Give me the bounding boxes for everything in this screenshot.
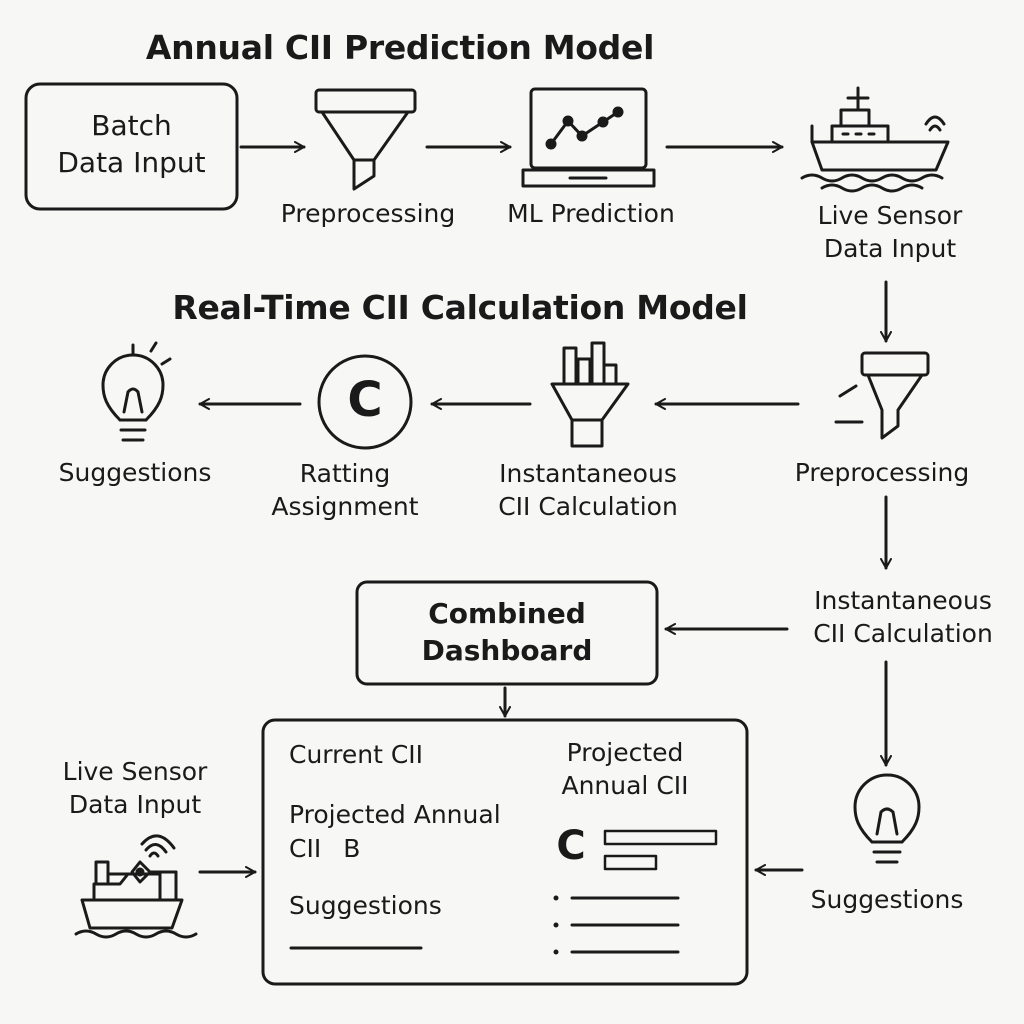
- batch-input-line1: Batch: [91, 109, 172, 142]
- suggestions-label: Suggestions: [58, 458, 212, 487]
- projected-annual-line2: CII B: [289, 832, 501, 866]
- rating-letter: C: [556, 823, 586, 869]
- projected-line2: Annual CII: [561, 770, 689, 800]
- rating-circle-icon: [317, 354, 413, 450]
- rating-assignment-label: Ratting Assignment: [245, 458, 445, 523]
- batch-input-box: [24, 82, 239, 211]
- realtime-section-title: Real-Time CII Calculation Model: [172, 288, 748, 327]
- live-sensor-label: Live Sensor Data Input: [780, 200, 1000, 265]
- instant-line2: CII Calculation: [498, 491, 678, 521]
- right-instant-line1: Instantaneous: [814, 586, 992, 615]
- projected-annual-cii-text: CII: [289, 833, 322, 863]
- projected-grade: B: [343, 833, 361, 863]
- right-suggestions-label: Suggestions: [810, 885, 964, 914]
- laptop-chart-icon: [521, 87, 656, 188]
- right-instant-line2: CII Calculation: [813, 618, 993, 648]
- combined-dashboard-box: [355, 580, 659, 686]
- projected-annual-line1: Projected Annual: [289, 800, 501, 829]
- bullet-dot: [553, 949, 559, 955]
- current-cii-label: Current CII: [289, 740, 424, 769]
- live-sensor-line1: Live Sensor: [817, 201, 963, 230]
- projected-bar-1: [603, 829, 718, 846]
- ship-icon: [800, 86, 950, 193]
- projected-bar-2: [603, 854, 658, 871]
- instant-line1: Instantaneous: [499, 459, 677, 488]
- left-live-sensor-line1: Live Sensor: [62, 757, 208, 786]
- lightbulb-icon: [101, 341, 172, 442]
- live-sensor-line2: Data Input: [823, 233, 957, 263]
- lightbulb-icon-right: [853, 773, 921, 864]
- dashboard-panel: [261, 718, 749, 986]
- rt-preprocessing-label: Preprocessing: [794, 458, 970, 487]
- annual-section-title: Annual CII Prediction Model: [145, 28, 655, 67]
- projected-line1: Projected: [566, 738, 684, 767]
- combined-line2: Dashboard: [421, 633, 593, 667]
- left-live-sensor-label: Live Sensor Data Input: [40, 756, 230, 821]
- funnel-icon: [314, 88, 417, 191]
- left-live-sensor-line2: Data Input: [68, 789, 202, 819]
- bullet-dot: [553, 922, 559, 928]
- projected-annual-cii-header: Projected Annual CII: [540, 737, 710, 802]
- batch-input-line2: Data Input: [57, 145, 206, 179]
- dashboard-suggestions-label: Suggestions: [289, 891, 442, 920]
- rating-line1: Ratting: [299, 459, 391, 488]
- calc-funnel-icon: [550, 341, 630, 448]
- ml-prediction-label: ML Prediction: [507, 199, 675, 228]
- preprocessing-label: Preprocessing: [280, 199, 456, 228]
- instant-calc-label: Instantaneous CII Calculation: [478, 458, 698, 523]
- right-instant-calc-label: Instantaneous CII Calculation: [792, 585, 1014, 650]
- combined-line1: Combined: [428, 597, 586, 630]
- preprocess-funnel-icon: [834, 351, 930, 440]
- rating-symbol: C: [347, 372, 383, 428]
- projected-annual-label: Projected Annual CII B: [289, 798, 501, 866]
- bullet-dot: [553, 895, 559, 901]
- combined-dashboard-label: Combined Dashboard: [357, 596, 657, 670]
- sensor-ship-icon: [74, 834, 198, 939]
- rating-line2: Assignment: [271, 491, 419, 521]
- batch-input-label: Batch Data Input: [26, 108, 237, 182]
